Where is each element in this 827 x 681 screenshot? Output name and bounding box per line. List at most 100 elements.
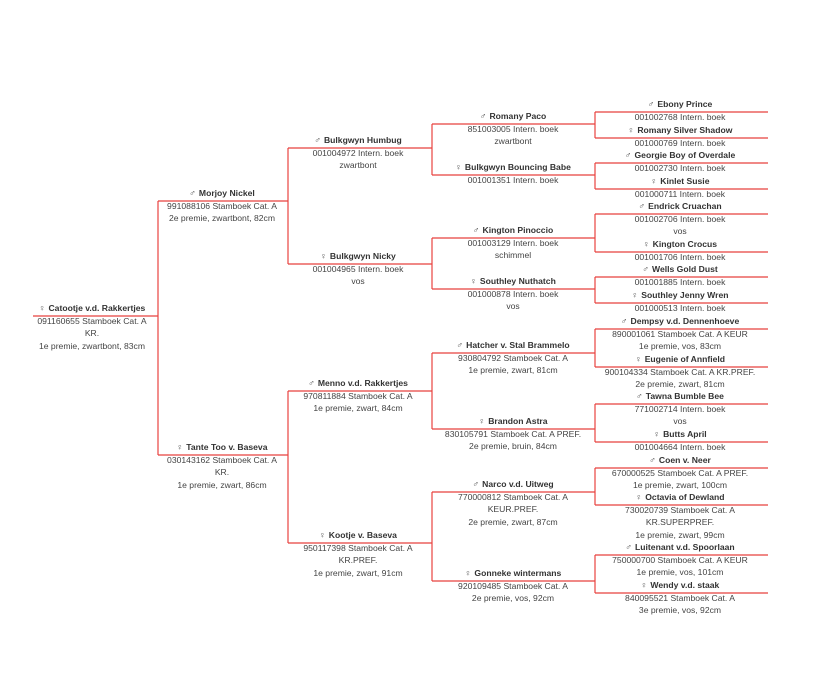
female-sex-icon: ♀ [640, 580, 648, 590]
animal-name: ♂Morjoy Nickel [112, 187, 332, 200]
animal-name: ♂Tawna Bumble Bee [570, 390, 790, 403]
animal-name: ♂Bulkgwyn Humbug [248, 134, 468, 147]
animal-name-text: Coen v. Neer [658, 455, 711, 465]
animal-name-text: Tante Too v. Baseva [186, 442, 268, 452]
animal-detail-line: 001000878 Intern. boek [467, 288, 559, 299]
animal-name-text: Wendy v.d. staak [650, 580, 720, 590]
animal-detail-line: 670000525 Stamboek Cat. A PREF. [611, 467, 749, 478]
male-sex-icon: ♂ [472, 479, 480, 489]
animal-detail-line: 001001351 Intern. boek [467, 174, 559, 185]
animal-name-text: Southley Nuthatch [479, 276, 556, 286]
female-sex-icon: ♀ [653, 429, 661, 439]
animal-name-text: Morjoy Nickel [198, 188, 255, 198]
female-sex-icon: ♀ [642, 239, 650, 249]
male-sex-icon: ♂ [642, 264, 649, 274]
animal-detail-line: 1e premie, zwart, 84cm [313, 403, 403, 414]
animal-detail-line: 2e premie, vos, 92cm [471, 593, 555, 604]
animal-detail-line: 001001885 Intern. boek [634, 276, 726, 287]
animal-detail-line: zwartbont [494, 136, 532, 147]
animal-detail-line: 750000700 Stamboek Cat. A KEUR [612, 554, 748, 565]
animal-detail-line: 991088106 Stamboek Cat. A [167, 200, 277, 211]
animal-name: ♀Catootje v.d. Rakkertjes [0, 302, 202, 315]
female-sex-icon: ♀ [319, 530, 326, 540]
female-sex-icon: ♀ [634, 354, 642, 364]
animal-name-text: Romany Silver Shadow [637, 125, 733, 135]
animal-detail-line: 001004965 Intern. boek [312, 263, 404, 274]
animal-detail-line: KR. [84, 328, 100, 339]
animal-detail-line: 851003005 Intern. boek [467, 123, 559, 134]
animal-name: ♂Dempsy v.d. Dennenhoeve [570, 315, 790, 328]
animal-name: ♂Georgie Boy of Overdale [570, 149, 790, 162]
male-sex-icon: ♂ [189, 188, 196, 198]
animal-detail-line: zwartbont [339, 160, 377, 171]
animal-name: ♀Kinlet Susie [570, 175, 790, 188]
animal-name-text: Kington Pinoccio [482, 225, 554, 235]
animal-detail-line: 2e premie, zwart, 81cm [635, 379, 725, 390]
animal-detail-line: 001004972 Intern. boek [312, 147, 404, 158]
animal-name-text: Octavia of Dewland [645, 492, 725, 502]
animal-detail-line: KR.SUPERPREF. [645, 517, 715, 528]
female-sex-icon: ♀ [478, 416, 486, 426]
male-sex-icon: ♂ [638, 201, 646, 211]
animal-detail-line: 1e premie, vos, 83cm [638, 341, 722, 352]
animal-name: ♀Bulkgwyn Bouncing Babe [403, 161, 623, 174]
animal-name: ♀Bulkgwyn Nicky [248, 250, 468, 263]
animal-name-text: Butts April [663, 429, 707, 439]
animal-name-text: Bulkgwyn Nicky [329, 251, 396, 261]
animal-name: ♀Southley Jenny Wren [570, 289, 790, 302]
animal-detail-line: 1e premie, zwartbont, 83cm [38, 340, 146, 351]
animal-name: ♀Kington Crocus [570, 238, 790, 251]
animal-detail-line: 3e premie, vos, 92cm [638, 605, 722, 616]
animal-detail-line: vos [673, 416, 687, 427]
animal-name: ♀Butts April [570, 428, 790, 441]
male-sex-icon: ♂ [314, 135, 321, 145]
animal-detail-line: 001002730 Intern. boek [634, 162, 726, 173]
animal-name-text: Southley Jenny Wren [641, 290, 729, 300]
animal-detail-line: 1e premie, zwart, 100cm [632, 480, 728, 491]
animal-detail-line: 2e premie, zwartbont, 82cm [168, 213, 276, 224]
animal-detail-line: 030143162 Stamboek Cat. A [167, 454, 277, 465]
animal-name-text: Kootje v. Baseva [328, 530, 397, 540]
animal-name: ♀Brandon Astra [403, 415, 623, 428]
animal-name-text: Tawna Bumble Bee [645, 391, 724, 401]
female-sex-icon: ♀ [470, 276, 477, 286]
animal-detail-line: 1e premie, zwart, 91cm [313, 567, 403, 578]
animal-name-text: Romany Paco [489, 111, 547, 121]
animal-detail-line: 770000812 Stamboek Cat. A [458, 491, 568, 502]
animal-name: ♀Southley Nuthatch [403, 275, 623, 288]
animal-detail-line: 001002768 Intern. boek [634, 111, 726, 122]
animal-name-text: Narco v.d. Uitweg [482, 479, 554, 489]
animal-name-text: Kington Crocus [652, 239, 718, 249]
animal-detail-line: 890001061 Stamboek Cat. A KEUR [612, 328, 748, 339]
animal-detail-line: 2e premie, bruin, 84cm [469, 441, 557, 452]
male-sex-icon: ♂ [647, 99, 655, 109]
female-sex-icon: ♀ [320, 251, 327, 261]
animal-detail-line: 930804792 Stamboek Cat. A [458, 352, 568, 363]
animal-detail-line: schimmel [494, 250, 532, 261]
animal-detail-line: 2e premie, zwart, 87cm [468, 516, 558, 527]
male-sex-icon: ♂ [624, 150, 632, 160]
